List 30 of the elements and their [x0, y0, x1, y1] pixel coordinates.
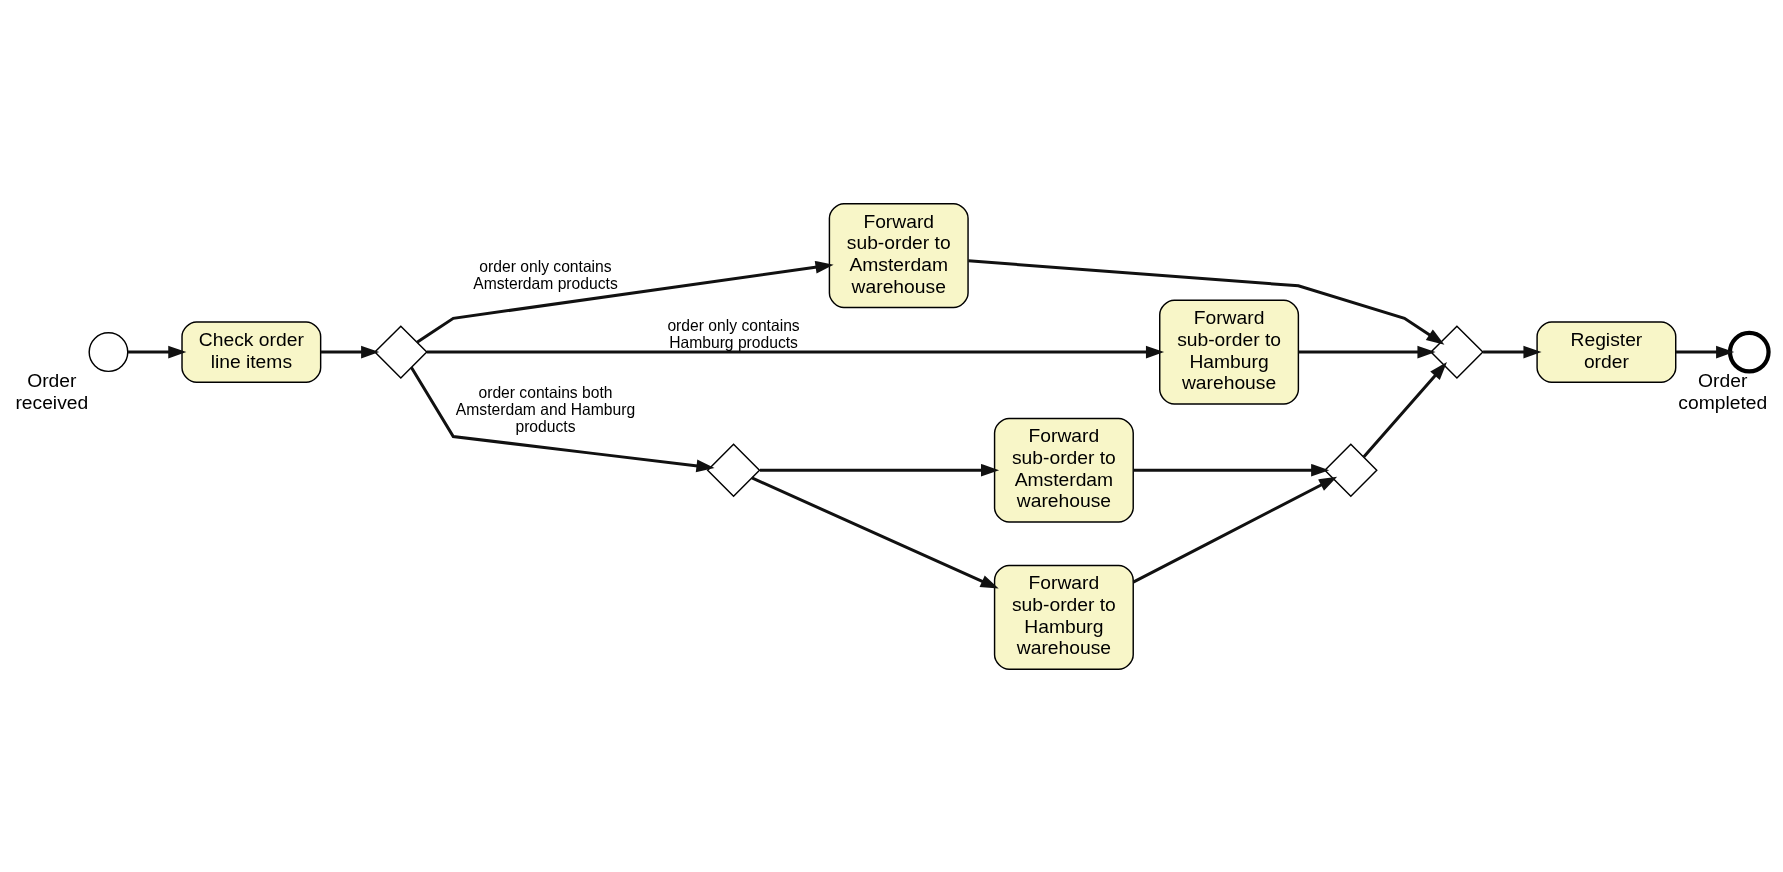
arrow [751, 476, 999, 589]
node-circle [88, 331, 129, 372]
node-diamond [1323, 442, 1378, 497]
arrow [759, 463, 1000, 477]
node-box: Forward sub-order to Hamburg warehouse [993, 564, 1134, 670]
arrow [1362, 361, 1447, 458]
edge-label: order only contains Hamburg products [667, 316, 800, 351]
node-circle [1727, 330, 1771, 373]
arrow [1133, 463, 1330, 477]
node-box: Forward sub-order to Amsterdam warehouse [993, 417, 1134, 523]
arrow [320, 345, 380, 358]
node-box: Forward sub-order to Amsterdam warehouse [828, 202, 969, 308]
node-diamond [373, 324, 428, 379]
node-diamond [706, 442, 761, 497]
node-box: Register order [1536, 320, 1677, 383]
edge-label: order contains both Amsterdam and Hamburg products [455, 383, 636, 435]
arrow [1675, 345, 1735, 358]
arrow [128, 345, 187, 358]
arrow [1483, 345, 1542, 358]
arrow [968, 258, 1445, 345]
node-label: Order received [15, 369, 89, 413]
node-label: Order completed [1678, 369, 1768, 413]
arrow [1132, 476, 1338, 583]
arrow [1298, 345, 1436, 358]
arrow [416, 260, 834, 343]
node-box: Check order line items [181, 320, 322, 383]
arrow [410, 366, 715, 472]
edge-label: order only contains Amsterdam products [473, 257, 618, 292]
node-box: Forward sub-order to Hamburg warehouse [1159, 299, 1300, 405]
arrow [426, 345, 1165, 358]
